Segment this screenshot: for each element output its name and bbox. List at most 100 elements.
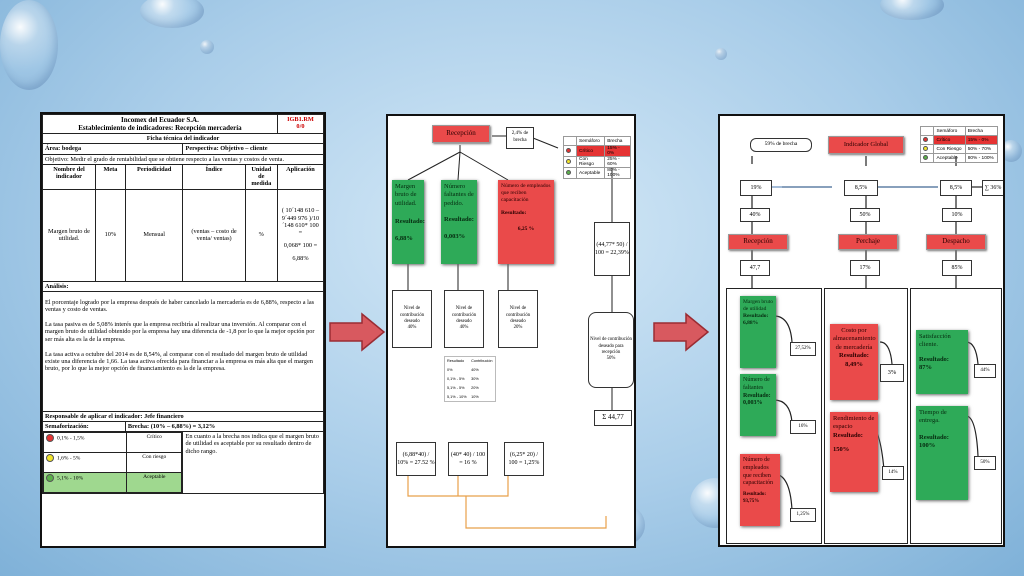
- sem-label-risk: Con riesgo: [126, 452, 183, 474]
- application-step: 0,068* 100 =: [283, 242, 318, 250]
- analysis-label: Análisis:: [42, 280, 324, 292]
- header-unit: Unidad de medida: [244, 163, 278, 190]
- card-title: Rendimiento de espacio: [833, 415, 875, 431]
- application-formula: ( 10´148 610 – 9´449 976 )/10´148 610* 1…: [281, 207, 320, 236]
- application-result: 6,88%: [292, 255, 309, 263]
- right-arrow-icon: [329, 312, 386, 352]
- area-cell: Área: bodega: [42, 143, 184, 155]
- green-light-icon: [923, 155, 928, 161]
- indicator-unit: %: [244, 188, 278, 282]
- contribution-value: 50%: [974, 456, 996, 470]
- card-title: Número de empleados que reciben capacita…: [501, 183, 551, 204]
- top-value: 8,5%: [940, 180, 972, 196]
- analysis-paragraph-3: La tasa activa a octubre del 2014 es de …: [45, 350, 313, 373]
- card-title: Número de faltantes: [743, 377, 770, 391]
- analysis-paragraph-1: El porcentaje logrado por la empresa des…: [45, 298, 315, 313]
- group-value: 17%: [850, 260, 880, 276]
- legend-critical-range: 15% - 0%: [604, 145, 631, 157]
- top-value: 19%: [740, 180, 772, 196]
- card-result: 0,003%: [743, 400, 763, 407]
- semaforo-label: Semaforización:: [42, 420, 126, 433]
- scale-cell: 5,1% - 5%: [447, 386, 465, 390]
- group-node-reception: Recepción: [728, 234, 788, 250]
- water-drop-decoration: [1000, 140, 1022, 162]
- indicator-card-training: Número de empleados que reciben capacita…: [498, 180, 554, 264]
- weight-value: 50%: [850, 208, 880, 222]
- analysis-paragraph-2: La tasa pasiva es de 5,08% interés que l…: [45, 321, 315, 343]
- sem-range-ok: 5,1% - 10%: [57, 475, 84, 482]
- card-result: 150%: [833, 446, 850, 454]
- company-name: Incomex del Ecuador S.A.: [121, 116, 199, 124]
- water-drop-decoration: [880, 0, 944, 20]
- group-node-despacho: Despacho: [926, 234, 986, 250]
- legend-critical: Crítico: [933, 135, 966, 145]
- card-result: 8,49%: [845, 360, 863, 368]
- group-value: 85%: [942, 260, 972, 276]
- scale-cell: 40%: [471, 368, 479, 372]
- sem-range-risk: 1,6% - 5%: [57, 455, 81, 462]
- card-result-label: Resultado:: [444, 216, 474, 224]
- indicator-card-missing: Número faltantes de pedido. Resultado: 0…: [441, 180, 477, 264]
- water-drop-decoration: [715, 48, 727, 60]
- indicator-card-margin: Margen bruto de utilidad. Resultado: 6,8…: [392, 180, 425, 264]
- yellow-light-icon: [923, 146, 928, 152]
- scale-cell: 0%: [447, 368, 453, 372]
- contribution-value: 27,52%: [790, 342, 816, 356]
- card-result-label: Resultado:: [839, 352, 869, 360]
- semaforo-table: 0,1% - 1,5% Crítico 1,6% - 5% Con riesgo…: [42, 432, 183, 494]
- card-title: Tiempo de entrega.: [919, 409, 947, 425]
- green-light-icon: [46, 474, 54, 483]
- card-result: 6,25 %: [517, 225, 535, 232]
- scale-cell: 0,1% - 5%: [447, 377, 465, 381]
- sum-box: ∑ 36%: [982, 180, 1003, 196]
- card-result-label: Resultado:: [743, 492, 767, 498]
- yellow-light-icon: [566, 159, 571, 165]
- sum-box: Σ 44,77: [594, 410, 632, 426]
- indicator-card-training: Número de empleados que reciben capacita…: [740, 454, 780, 526]
- doc-code: IGB1.RM: [287, 116, 314, 123]
- reception-node: Recepción: [432, 125, 490, 143]
- side-calc-box: (44,77* 50) / 100 = 22,39%: [594, 222, 630, 276]
- indicator-sheet-page: Incomex del Ecuador S.A. Establecimiento…: [40, 112, 326, 548]
- indicator-index: (ventas – costo de venta/ ventas): [182, 188, 246, 282]
- legend-header-semaforo: Semáforo: [933, 126, 966, 136]
- indicator-card-storage: Costo por almacenamiento de mercadería R…: [830, 324, 878, 400]
- card-result-label: Resultado:: [743, 392, 771, 399]
- right-arrow-icon: [653, 312, 710, 352]
- contribution-value: 14%: [882, 466, 904, 480]
- global-indicator-node: Indicador Global: [828, 136, 904, 154]
- gap-note: 59% de brecha: [750, 138, 812, 152]
- contribution-value: 1,25%: [790, 508, 816, 522]
- card-result-label: Resultado:: [919, 355, 949, 363]
- indicator-card-satisfaction: Satisfacción cliente. Resultado: 87%: [916, 330, 968, 394]
- contribution-value: 3%: [880, 364, 904, 382]
- card-result-label: Resultado:: [919, 433, 949, 441]
- sem-range-critical: 0,1% - 1,5%: [57, 435, 85, 442]
- card-result: 100%: [919, 442, 936, 450]
- contribution-value: 44%: [974, 364, 996, 378]
- group-node-perchaje: Perchaje: [838, 234, 898, 250]
- indicator-periodicity: Mensual: [124, 188, 184, 282]
- card-result-label: Resultado:: [743, 313, 769, 320]
- card-title: Número de empleados que reciben capacita…: [743, 457, 773, 487]
- legend-header-brecha: Brecha: [604, 136, 631, 146]
- scale-cell: 20%: [471, 386, 479, 390]
- card-title: Número faltantes de pedido.: [444, 183, 474, 207]
- calc-box: (6,88*40) / 10% = 27.52 %: [396, 442, 436, 476]
- scale-header-result: Resultado: [447, 359, 465, 364]
- legend-risk-range: 50% - 70%: [964, 144, 999, 154]
- objective-cell: Objetivo: Medir el grado de rentabilidad…: [42, 153, 324, 165]
- water-drop-decoration: [140, 0, 204, 28]
- card-result-label: Resultado:: [395, 218, 425, 226]
- header-index: Índice: [182, 163, 246, 190]
- indicator-card-missing: Número de faltantes Resultado: 0,003%: [740, 374, 776, 436]
- column-frame: [910, 288, 1002, 544]
- card-result-label: Resultado:: [833, 431, 863, 439]
